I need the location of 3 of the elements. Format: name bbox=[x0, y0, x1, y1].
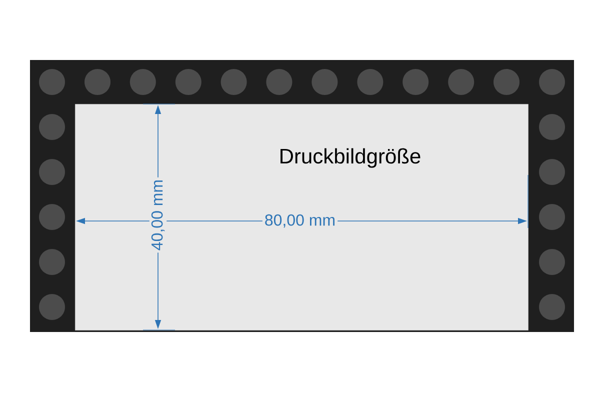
dimension-label: 40,00 mm bbox=[149, 177, 167, 253]
area-title: Druckbildgröße bbox=[280, 148, 420, 168]
dimension-label: 80,00 mm bbox=[262, 212, 338, 230]
